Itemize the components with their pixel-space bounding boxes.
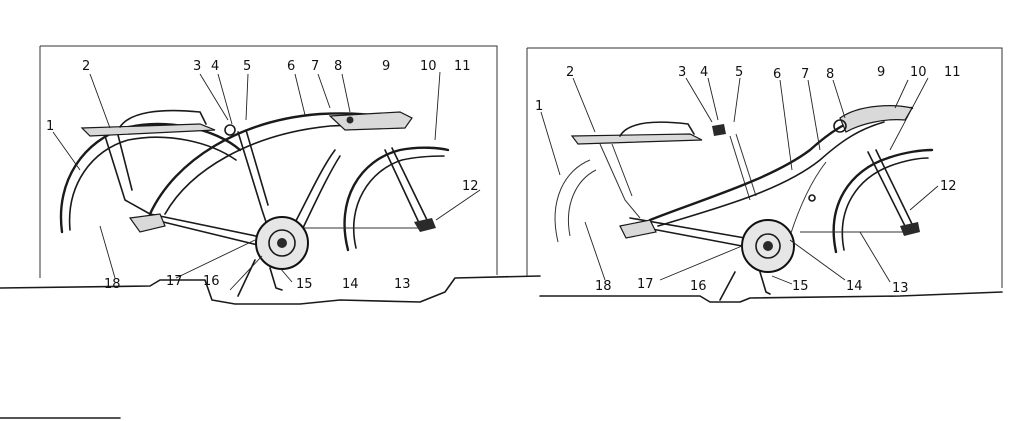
- left-ground-line: [0, 275, 541, 305]
- left-carrier-rack: [80, 123, 216, 137]
- right-fitting: [808, 194, 816, 202]
- left-pedal-stub: [237, 259, 256, 297]
- right-callout-11: 11: [944, 65, 961, 80]
- left-bicycle-frame: 1 2 3 4 5 6 7 8 9 10 11 12 13 14 15 16 1…: [0, 45, 541, 305]
- right-callout-1: 1: [535, 99, 543, 114]
- left-seat-clamp: [224, 124, 236, 136]
- right-tank-cap: [833, 119, 847, 133]
- right-rear-fender: [554, 159, 591, 243]
- left-callout-7: 7: [311, 59, 319, 74]
- right-callout-8: 8: [826, 67, 834, 82]
- right-ground-line: [539, 291, 1003, 303]
- right-seat-clamp: [712, 124, 726, 136]
- left-callout-18: 18: [104, 277, 121, 292]
- left-callout-2: 2: [82, 59, 90, 74]
- left-kickstand: [269, 267, 283, 291]
- right-carrier-rack: [570, 133, 703, 145]
- right-crank-axle: [763, 241, 773, 251]
- left-seat-tube: [237, 129, 271, 235]
- right-rear-dropout: [619, 219, 657, 239]
- left-front-fender-inner: [352, 155, 445, 249]
- left-callout-11: 11: [454, 59, 471, 74]
- right-bicycle-frame: 1 2 3 4 5 6 7 8 9 10 11 12 13 14 15 16 1…: [526, 47, 1003, 303]
- right-callout-16: 16: [690, 279, 707, 294]
- right-rear-fender-2: [567, 169, 597, 237]
- right-pedal-stub: [719, 271, 736, 301]
- right-callout-17: 17: [637, 277, 654, 292]
- right-callout-12: 12: [940, 179, 957, 194]
- left-rear-fender-inner: [68, 136, 237, 231]
- right-callout-9: 9: [877, 65, 885, 80]
- left-callout-9: 9: [382, 59, 390, 74]
- right-kickstand: [759, 271, 771, 295]
- right-callout-5: 5: [735, 65, 743, 80]
- left-callout-8: 8: [334, 59, 342, 74]
- right-callout-7: 7: [801, 67, 809, 82]
- left-leader-lines: [52, 71, 481, 291]
- left-callout-5: 5: [243, 59, 251, 74]
- left-callout-15: 15: [296, 277, 313, 292]
- left-tank: [328, 111, 413, 131]
- left-front-fender: [343, 146, 450, 252]
- left-crank-hub-inner: [268, 229, 296, 257]
- right-fork-tube: [789, 161, 827, 237]
- left-crank-axle: [277, 238, 287, 248]
- left-panel-border: [39, 45, 498, 278]
- right-callout-14: 14: [846, 279, 863, 294]
- left-callout-14: 14: [342, 277, 359, 292]
- left-callout-4: 4: [211, 59, 219, 74]
- right-callout-2: 2: [566, 65, 574, 80]
- left-callout-13: 13: [394, 277, 411, 292]
- left-callout-16: 16: [203, 274, 220, 289]
- left-rear-dropout: [128, 213, 166, 233]
- right-panel-border: [526, 47, 1003, 288]
- right-rack-strut: [599, 143, 641, 219]
- right-callout-10: 10: [910, 65, 927, 80]
- left-rack-rail: [119, 109, 207, 128]
- right-front-fender: [832, 148, 934, 254]
- left-callout-6: 6: [287, 59, 295, 74]
- left-head-lamp: [346, 116, 354, 124]
- right-callout-18: 18: [595, 279, 612, 294]
- right-seat-tube: [729, 133, 757, 201]
- right-front-fender-inner: [841, 157, 929, 251]
- right-callout-15: 15: [792, 279, 809, 294]
- right-callout-4: 4: [700, 65, 708, 80]
- left-callout-10: 10: [420, 59, 437, 74]
- right-fork-tip: [900, 222, 920, 236]
- left-fork: [384, 147, 429, 226]
- right-callout-13: 13: [892, 281, 909, 296]
- right-fork: [867, 149, 913, 229]
- right-rack-rail: [619, 121, 695, 137]
- left-callout-1: 1: [46, 119, 54, 134]
- left-top-tube-2: [164, 124, 399, 215]
- left-callout-17: 17: [166, 274, 183, 289]
- left-chain-stay: [149, 213, 276, 249]
- right-callout-6: 6: [773, 67, 781, 82]
- left-rack-strut: [104, 134, 151, 215]
- left-callout-12: 12: [462, 179, 479, 194]
- right-crank-hub-inner: [755, 233, 781, 259]
- right-leader-lines: [540, 77, 939, 285]
- right-top-tube-2: [657, 121, 885, 227]
- right-callout-3: 3: [678, 65, 686, 80]
- left-callout-3: 3: [193, 59, 201, 74]
